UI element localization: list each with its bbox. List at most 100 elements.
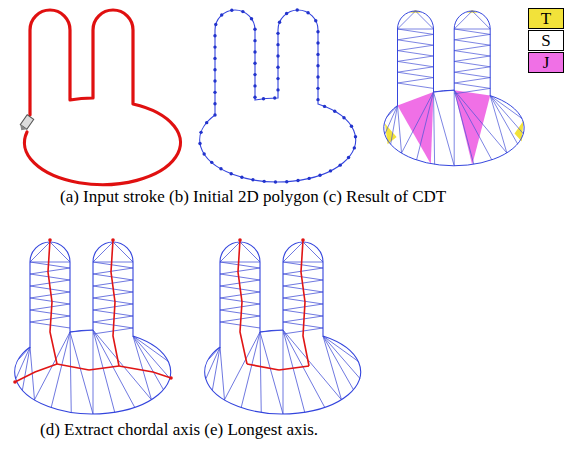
vertex-dot	[314, 19, 317, 22]
vertex-dot	[276, 77, 279, 80]
mesh-edge	[454, 90, 507, 153]
vertex-dot	[253, 28, 256, 31]
vertex-dot	[276, 54, 279, 57]
mesh-edge	[133, 336, 164, 390]
mesh-edge	[283, 330, 342, 400]
mesh-edge	[93, 330, 152, 400]
mesh-edge	[16, 347, 30, 379]
mesh-edge	[283, 262, 323, 268]
mesh-edge	[454, 90, 492, 160]
vertex-dot	[316, 87, 319, 90]
vertex-dot	[219, 167, 222, 170]
mesh-edge	[398, 56, 434, 61]
mesh-edge	[30, 274, 70, 280]
mesh-edge	[283, 310, 323, 316]
mesh-edge	[260, 332, 261, 412]
mesh-edge	[398, 34, 434, 39]
triangle-fill	[385, 124, 397, 145]
vertex-dot	[276, 66, 279, 69]
mesh-edge	[490, 96, 507, 153]
vertex-dot	[342, 116, 345, 119]
mesh-edge	[283, 304, 323, 310]
mesh-edge	[398, 45, 434, 50]
mesh-edge	[454, 83, 490, 88]
vertex-dot	[251, 178, 254, 181]
mesh-edge	[398, 51, 434, 56]
vertex-dot	[205, 121, 208, 124]
mesh-edge	[454, 90, 474, 164]
mesh-edge	[247, 364, 279, 370]
axis-line	[48, 240, 57, 364]
legend-text: J	[543, 53, 550, 73]
vertex-dot	[323, 105, 326, 108]
mesh-edge	[220, 262, 260, 263]
mesh-edge	[454, 45, 490, 50]
mesh-edge	[283, 330, 284, 414]
vertex-dot	[213, 68, 216, 71]
mesh-edge	[93, 268, 133, 274]
axis-end	[301, 238, 305, 242]
polygon-outline	[384, 11, 524, 166]
axis-line	[15, 364, 57, 382]
mesh-edge	[398, 61, 434, 66]
mesh-edge	[93, 330, 94, 414]
mesh-edge	[30, 298, 70, 304]
mesh-edge	[454, 29, 490, 34]
vertex-dot	[306, 11, 309, 14]
vertex-dot	[316, 98, 319, 101]
pencil-cursor	[18, 115, 34, 133]
vertex-dot	[229, 172, 232, 175]
mesh-edge	[398, 29, 434, 30]
vertex-dot	[241, 10, 244, 13]
mesh-edge	[434, 92, 435, 164]
vertex-dot	[253, 50, 256, 53]
vertex-dot	[262, 180, 265, 183]
polygon-outline	[15, 242, 171, 414]
mesh-edge	[454, 51, 490, 56]
axis-line	[238, 240, 247, 364]
mesh-edge	[454, 72, 490, 77]
axis-end	[169, 376, 173, 380]
vertex-dot	[210, 161, 213, 164]
mesh-edge	[283, 268, 323, 274]
vertex-dot	[199, 131, 202, 134]
mesh-edge	[93, 274, 133, 280]
legend-text: S	[541, 31, 550, 51]
vertex-dot	[276, 32, 279, 35]
mesh-edge	[30, 310, 70, 316]
vertex-dot	[213, 91, 216, 94]
mesh-edge	[212, 347, 220, 390]
vertex-dot	[250, 17, 253, 20]
polygon-outline	[205, 242, 361, 414]
vertex-dot	[240, 176, 243, 179]
vertex-dot	[213, 57, 216, 60]
chordal-axis	[13, 238, 173, 414]
mesh-edge	[89, 366, 119, 370]
axis-end	[13, 380, 17, 384]
mesh-edge	[70, 332, 71, 412]
mesh-edge	[490, 96, 522, 119]
mesh-edge	[454, 40, 490, 45]
mesh-edge	[206, 347, 220, 379]
vertex-dot	[285, 180, 288, 183]
vertex-dot	[274, 180, 277, 183]
mesh-edge	[220, 268, 260, 274]
vertex-dot	[316, 75, 319, 78]
vertex-dot	[316, 53, 319, 56]
vertex-dot	[318, 174, 321, 177]
vertex-dot	[278, 21, 281, 24]
vertex-dot	[296, 8, 299, 11]
vertex-dot	[214, 23, 217, 26]
mesh-edge	[93, 310, 133, 316]
mesh-edge	[93, 298, 133, 304]
mesh-edge	[30, 268, 70, 274]
vertex-dot	[198, 142, 201, 145]
mesh-edge	[398, 40, 434, 45]
mesh-edge	[57, 364, 89, 370]
mesh-edge	[220, 304, 260, 310]
vertex-dot	[333, 110, 336, 113]
mesh-edge	[283, 330, 305, 412]
mesh-edge	[398, 72, 434, 77]
mesh-edge	[454, 34, 490, 39]
vertex-dot	[253, 73, 256, 76]
